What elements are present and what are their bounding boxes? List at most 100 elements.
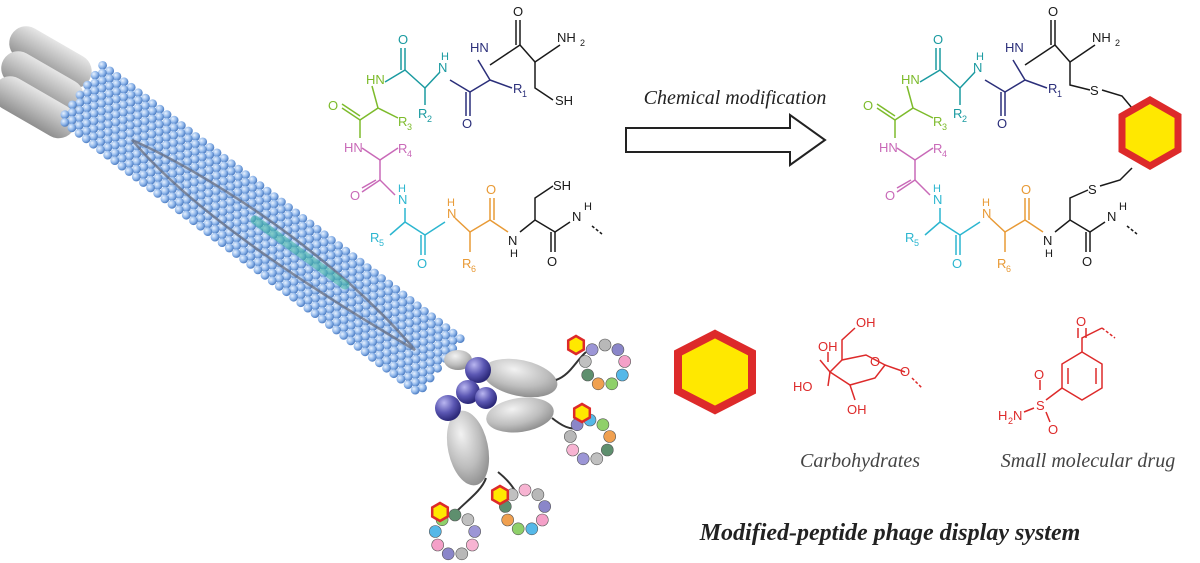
- coat-protein-bead: [420, 306, 429, 316]
- svg-text:OH: OH: [856, 315, 876, 330]
- svg-text:N: N: [447, 206, 456, 221]
- coat-protein-bead: [154, 127, 164, 137]
- coat-protein-bead: [305, 227, 315, 236]
- coat-protein-bead: [391, 285, 401, 294]
- peptide-residue-bead: [501, 513, 515, 527]
- svg-text:N: N: [982, 206, 991, 221]
- svg-text:O: O: [1082, 254, 1092, 269]
- coat-protein-bead: [155, 112, 165, 122]
- coat-protein-bead: [126, 82, 136, 92]
- peptide-residue-bead: [448, 508, 462, 522]
- coat-protein-bead: [83, 80, 92, 90]
- peptide-residue-bead: [605, 377, 619, 391]
- coat-protein-bead: [441, 338, 450, 348]
- coat-protein-bead: [311, 293, 320, 303]
- coat-protein-bead: [89, 124, 99, 134]
- coat-protein-bead: [175, 197, 184, 207]
- coat-protein-bead: [126, 105, 135, 115]
- peptide-residue-bead: [611, 343, 625, 357]
- coat-protein-bead: [82, 126, 91, 136]
- coat-protein-bead: [341, 254, 350, 264]
- coat-protein-bead: [375, 343, 385, 352]
- coat-protein-bead: [124, 167, 134, 176]
- svg-text:HN: HN: [879, 140, 898, 155]
- coat-protein-bead: [153, 173, 163, 183]
- coat-protein-bead: [183, 157, 193, 167]
- coat-protein-bead: [140, 132, 150, 141]
- coat-protein-bead: [360, 339, 370, 349]
- peptide-residue-bead: [461, 513, 475, 527]
- coat-protein-bead: [125, 136, 135, 146]
- coat-protein-bead: [191, 132, 201, 141]
- coat-protein-bead: [289, 292, 298, 302]
- coat-protein-bead: [139, 178, 148, 187]
- coat-protein-bead: [339, 315, 349, 325]
- coat-protein-bead: [155, 120, 164, 129]
- coat-protein-bead: [161, 163, 171, 173]
- svg-text:O: O: [547, 254, 557, 269]
- coat-protein-bead: [140, 109, 150, 118]
- coat-protein-bead: [126, 98, 136, 107]
- coat-protein-bead: [168, 161, 178, 171]
- coat-protein-bead: [140, 101, 150, 111]
- coat-protein-bead: [262, 186, 272, 196]
- coat-protein-bead: [339, 323, 349, 333]
- coat-protein-bead: [410, 385, 420, 395]
- svg-text:O: O: [328, 98, 338, 113]
- coat-protein-bead: [389, 354, 399, 363]
- coat-protein-bead: [348, 252, 358, 262]
- coat-protein-bead: [412, 332, 421, 341]
- coat-protein-bead: [389, 346, 399, 356]
- coat-protein-bead: [197, 191, 206, 200]
- coat-protein-bead: [312, 232, 322, 242]
- coat-protein-bead: [224, 243, 234, 253]
- svg-text:H: H: [584, 201, 592, 213]
- coat-protein-bead: [140, 124, 150, 134]
- svg-text:O: O: [462, 116, 472, 131]
- peptide-modifier-hexagon: [572, 402, 592, 424]
- coat-protein-bead: [118, 108, 128, 117]
- svg-text:2: 2: [580, 38, 585, 48]
- coat-protein-bead: [104, 112, 113, 122]
- coat-protein-bead: [239, 246, 249, 256]
- coat-protein-bead: [325, 281, 335, 291]
- coat-protein-bead: [434, 317, 444, 327]
- coat-protein-bead: [212, 156, 222, 165]
- coat-protein-bead: [198, 137, 208, 147]
- coat-protein-bead: [139, 170, 149, 180]
- coat-protein-bead: [203, 227, 213, 237]
- coat-protein-bead: [89, 109, 99, 118]
- coat-protein-bead: [375, 335, 385, 345]
- coat-protein-bead: [161, 140, 171, 150]
- coat-protein-bead: [153, 181, 163, 191]
- coat-protein-bead: [326, 243, 336, 253]
- coat-protein-bead: [175, 174, 185, 184]
- coat-protein-bead: [240, 193, 250, 203]
- peptide-residue-bead: [535, 513, 549, 527]
- coat-protein-bead: [111, 110, 121, 120]
- coat-protein-bead: [255, 181, 265, 191]
- svg-text:O: O: [870, 354, 880, 369]
- coat-protein-bead: [162, 133, 171, 143]
- coat-protein-bead: [147, 129, 157, 139]
- coat-protein-bead: [389, 361, 399, 371]
- coat-protein-bead: [226, 197, 235, 207]
- coat-protein-bead: [174, 205, 184, 215]
- coat-protein-bead: [396, 374, 406, 384]
- svg-text:H: H: [441, 51, 449, 63]
- svg-text:H: H: [933, 183, 941, 195]
- coat-protein-bead: [125, 128, 135, 138]
- svg-text:5: 5: [379, 238, 384, 248]
- coat-protein-bead: [303, 288, 313, 298]
- coat-protein-bead: [397, 321, 407, 330]
- svg-text:OH: OH: [847, 402, 867, 417]
- coat-protein-bead: [226, 167, 236, 176]
- svg-text:6: 6: [471, 264, 476, 274]
- svg-text:N: N: [572, 209, 581, 224]
- coat-protein-bead: [176, 151, 185, 161]
- coat-protein-bead: [275, 243, 285, 253]
- coat-protein-bead: [362, 278, 372, 288]
- coat-protein-bead: [147, 114, 157, 124]
- coat-protein-bead: [104, 89, 114, 99]
- reaction-arrow: [625, 113, 827, 167]
